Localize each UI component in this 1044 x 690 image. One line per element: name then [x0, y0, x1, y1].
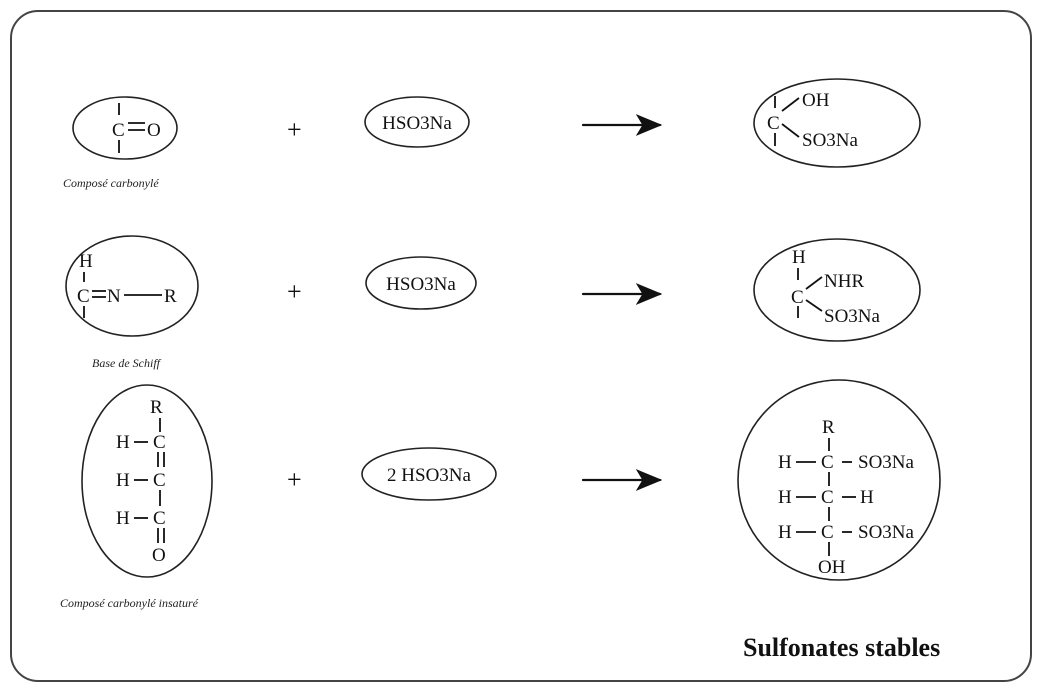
reactant-schiff-base: H C N R [65, 235, 199, 337]
atom-c1: C [153, 432, 166, 453]
group-oh: OH [818, 557, 846, 578]
group-so3na: SO3Na [824, 306, 881, 327]
diagram-frame [10, 10, 1032, 682]
atom-r: R [822, 417, 835, 438]
atom-r: R [164, 286, 177, 307]
atom-hydrogen: H [792, 247, 806, 268]
group-oh: OH [802, 90, 830, 111]
atom-hydrogen: H [79, 251, 93, 272]
product-hydroxysulfonate: C OH SO3Na [753, 78, 921, 168]
atom-h2: H [116, 470, 130, 491]
atom-carbon: C [767, 113, 780, 134]
atom-nitrogen: N [107, 286, 121, 307]
bond-to-nhr [805, 276, 823, 290]
reagent-bisulfite-double: 2 HSO3Na [361, 447, 497, 501]
atom-oxygen: O [147, 120, 161, 141]
reagent-1-ellipse [364, 96, 470, 148]
group-so3na-3: SO3Na [858, 522, 915, 543]
atom-r: R [150, 397, 163, 418]
atom-oxygen: O [152, 545, 166, 566]
product-1-ellipse [753, 78, 921, 168]
atom-carbon: C [112, 120, 125, 141]
atom-h3: H [778, 522, 792, 543]
reagent-formula: HSO3Na [386, 274, 456, 295]
atom-carbon: C [77, 286, 90, 307]
atom-carbon: C [791, 287, 804, 308]
reagent-bisulfite: HSO3Na [364, 96, 470, 148]
reactant-unsaturated-carbonyl: R H C H C H C O [81, 384, 213, 578]
reagent-3-ellipse [361, 447, 497, 501]
reaction-1: C O Composé carbonylé + HSO3Na C OH SO3N… [63, 78, 921, 190]
product-2-ellipse [753, 238, 921, 342]
plus-sign: + [287, 465, 302, 494]
product-aminosulfonate: H C NHR SO3Na [753, 238, 921, 342]
reactant-2-ellipse [65, 235, 199, 337]
bond-to-oh [781, 97, 800, 112]
bond-to-so3na [781, 123, 800, 138]
label-carbonyl-compound: Composé carbonylé [63, 176, 159, 190]
atom-h1: H [116, 432, 130, 453]
reactant-3-ellipse [81, 384, 213, 578]
reagent-formula: 2 HSO3Na [387, 465, 471, 486]
product-3-ellipse [737, 379, 941, 581]
atom-h3: H [116, 508, 130, 529]
atom-c2: C [821, 487, 834, 508]
plus-sign: + [287, 115, 302, 144]
reagent-2-ellipse [365, 256, 477, 310]
group-so3na-1: SO3Na [858, 452, 915, 473]
atom-c3: C [153, 508, 166, 529]
atom-c2: C [153, 470, 166, 491]
group-so3na: SO3Na [802, 130, 859, 151]
atom-c3: C [821, 522, 834, 543]
label-schiff-base: Base de Schiff [92, 356, 162, 370]
label-unsaturated-carbonyl: Composé carbonylé insaturé [60, 596, 199, 610]
atom-h-right: H [860, 487, 874, 508]
atom-h1: H [778, 452, 792, 473]
reagent-bisulfite: HSO3Na [365, 256, 477, 310]
plus-sign: + [287, 277, 302, 306]
reactant-carbonyl: C O [72, 96, 178, 160]
reactant-1-ellipse [72, 96, 178, 160]
atom-h2: H [778, 487, 792, 508]
group-nhr: NHR [824, 271, 864, 292]
sulfonates-title: Sulfonates stables [743, 633, 940, 662]
atom-c1: C [821, 452, 834, 473]
reaction-3: R H C H C H C O Composé carbonylé insatu… [60, 379, 941, 610]
bond-to-so3na [805, 299, 823, 312]
reagent-formula: HSO3Na [382, 113, 452, 134]
reaction-2: H C N R Base de Schiff + HSO3Na H C NHR [65, 235, 921, 370]
product-disulfonate: R H C SO3Na H C H H C SO3Na OH [737, 379, 941, 581]
